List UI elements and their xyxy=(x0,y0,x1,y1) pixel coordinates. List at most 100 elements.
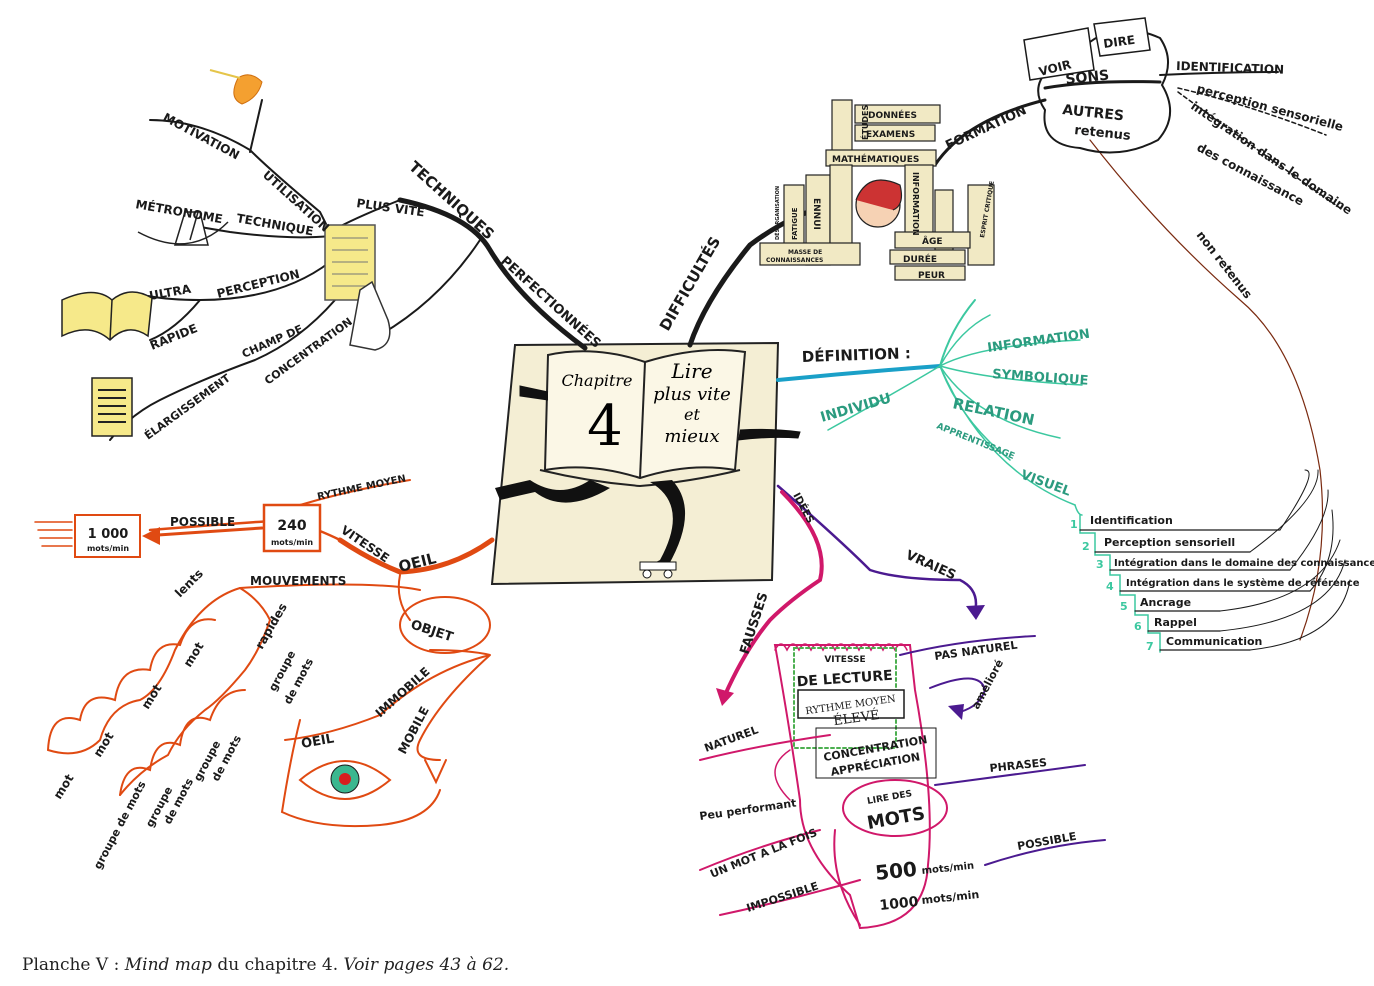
oeil-label-2: OEIL xyxy=(300,731,335,752)
branch-difficultes xyxy=(687,17,1341,641)
mot-label-4: mot xyxy=(181,639,207,669)
value-1000: 1 000 xyxy=(88,527,129,542)
perception-label: PERCEPTION xyxy=(215,267,301,301)
book-examens: EXAMENS xyxy=(866,130,915,140)
step-3-number: 3 xyxy=(1096,558,1104,571)
book-connaissances: CONNAISSANCES xyxy=(766,257,823,264)
difficultes-label: DIFFICULTÉS xyxy=(655,233,724,334)
value-500-unit: mots/min xyxy=(921,861,975,877)
central-image: Chapitre 4 Lire plus vite et mieux xyxy=(490,341,801,586)
sons-label: SONS xyxy=(1065,67,1110,87)
de-lecture-label: DE LECTURE xyxy=(796,668,893,691)
branch-idees xyxy=(699,484,1106,930)
book-right-line-4: mieux xyxy=(664,426,719,447)
definition-labels: DÉFINITION : INFORMATION SYMBOLIQUE INDI… xyxy=(801,327,1374,653)
step-1-label: Identification xyxy=(1090,514,1173,527)
book-right-line-2: plus vite xyxy=(653,384,731,405)
step-2-label: Perception sensoriell xyxy=(1104,536,1235,549)
step-4-number: 4 xyxy=(1106,580,1114,593)
branch-oeil xyxy=(34,479,495,828)
non-retenus-label: non retenus xyxy=(1194,228,1255,301)
retenus-label: retenus xyxy=(1074,123,1132,144)
book-masse: MASSE DE xyxy=(788,249,822,256)
metronome-label: MÉTRONOME xyxy=(134,196,223,226)
value-240-unit: mots/min xyxy=(271,538,313,547)
eye-icon xyxy=(298,760,392,800)
value-1000-idees-unit: mots/min xyxy=(921,888,980,907)
ameliore-label: amélioré xyxy=(969,657,1006,711)
book-fatigue: FATIGUE xyxy=(791,207,799,240)
formation-label: FORMATION xyxy=(943,103,1029,154)
caption-part-4: Voir pages 43 à 62. xyxy=(343,955,510,975)
motivation-label: MOTIVATION xyxy=(161,110,242,162)
dire-label: DIRE xyxy=(1102,33,1136,51)
visuel-label: VISUEL xyxy=(1019,468,1073,500)
mot-label-2: mot xyxy=(91,729,117,759)
possible-label-idees: POSSIBLE xyxy=(1016,830,1077,853)
branch-definition xyxy=(776,299,1351,653)
book-mathematiques: MATHÉMATIQUES xyxy=(832,153,919,165)
value-1000-unit: mots/min xyxy=(87,544,129,553)
elargissement-label: ÉLARGISSEMENT xyxy=(142,371,233,442)
step-1-number: 1 xyxy=(1070,518,1078,531)
rythme-moyen-label: RYTHME MOYEN xyxy=(316,473,407,503)
book-right-line-3: et xyxy=(684,405,700,424)
naturel-label: NATUREL xyxy=(703,723,760,754)
eleve-label: ÉLEVÉ xyxy=(832,707,880,729)
book-age: ÂGE xyxy=(922,235,943,247)
techniques-icons xyxy=(61,69,391,437)
book-left-title: Chapitre xyxy=(562,371,633,390)
book-peur: PEUR xyxy=(918,271,945,281)
autres-label: AUTRES xyxy=(1062,102,1125,124)
figure-caption: Planche V : Mind map du chapitre 4. Voir… xyxy=(22,955,509,975)
impossible-label: IMPOSSIBLE xyxy=(745,879,820,914)
book-desorganisation: DÉSORGANISATION xyxy=(773,186,781,240)
book-duree: DURÉE xyxy=(903,253,937,265)
branch-techniques xyxy=(109,99,588,441)
un-mot-a-la-fois-label: UN MOT A LA FOIS xyxy=(708,826,819,881)
value-240: 240 xyxy=(277,518,306,534)
difficultes-labels: DIFFICULTÉS FORMATION VOIR DIRE SONS AUT… xyxy=(655,33,1355,334)
individu-label: INDIVIDU xyxy=(819,390,893,425)
step-3-label: Intégration dans le domaine des connaiss… xyxy=(1114,557,1374,569)
book-right-line-1: Lire xyxy=(670,359,712,383)
step-6-number: 6 xyxy=(1134,620,1142,633)
open-book-icon xyxy=(61,291,153,342)
book-left-number: 4 xyxy=(587,394,623,459)
value-500: 500 xyxy=(874,857,918,885)
step-2-number: 2 xyxy=(1082,540,1090,553)
lents-label: lents xyxy=(172,566,206,600)
information-label: INFORMATION xyxy=(986,327,1090,356)
symbolique-label: SYMBOLIQUE xyxy=(992,367,1089,389)
step-7-number: 7 xyxy=(1146,640,1154,653)
pointing-hand-icon xyxy=(349,280,391,351)
definition-label: DÉFINITION : xyxy=(801,343,911,366)
perfectionnees-label: PERFECTIONNÉES xyxy=(497,253,604,351)
identification-label: IDENTIFICATION xyxy=(1176,59,1284,77)
mobile-label: MOBILE xyxy=(395,704,432,756)
flame-icon xyxy=(233,74,263,105)
rapides-label: rapides xyxy=(252,601,289,652)
plus-vite-label: PLUS VITE xyxy=(356,196,426,219)
books-stack-icon xyxy=(759,99,995,281)
phrases-label: PHRASES xyxy=(989,756,1048,775)
techniques-label: TECHNIQUES xyxy=(405,158,497,244)
oeil-labels: OEIL VITESSE RYTHME MOYEN 240 mots/min P… xyxy=(51,473,455,871)
caption-part-3: du chapitre 4. xyxy=(211,955,344,975)
mouvements-label: MOUVEMENTS xyxy=(250,574,346,588)
step-7-label: Communication xyxy=(1166,635,1262,648)
possible-label: POSSIBLE xyxy=(170,515,235,529)
vitesse-label-idees: VITESSE xyxy=(824,655,865,665)
step-4-label: Intégration dans le système de référence xyxy=(1126,577,1360,589)
value-1000-idees: 1000 xyxy=(879,894,920,914)
book-ennui: ENNUI xyxy=(811,198,821,230)
caption-part-2: Mind map xyxy=(124,955,212,975)
document-icon xyxy=(91,377,133,437)
book-information: INFORMATION xyxy=(911,172,920,236)
peu-performant-label: Peu performant xyxy=(699,797,798,823)
step-5-number: 5 xyxy=(1120,600,1128,613)
book-etudes: ÉTUDES xyxy=(859,104,870,140)
step-5-label: Ancrage xyxy=(1140,596,1191,609)
step-6-label: Rappel xyxy=(1154,616,1197,629)
